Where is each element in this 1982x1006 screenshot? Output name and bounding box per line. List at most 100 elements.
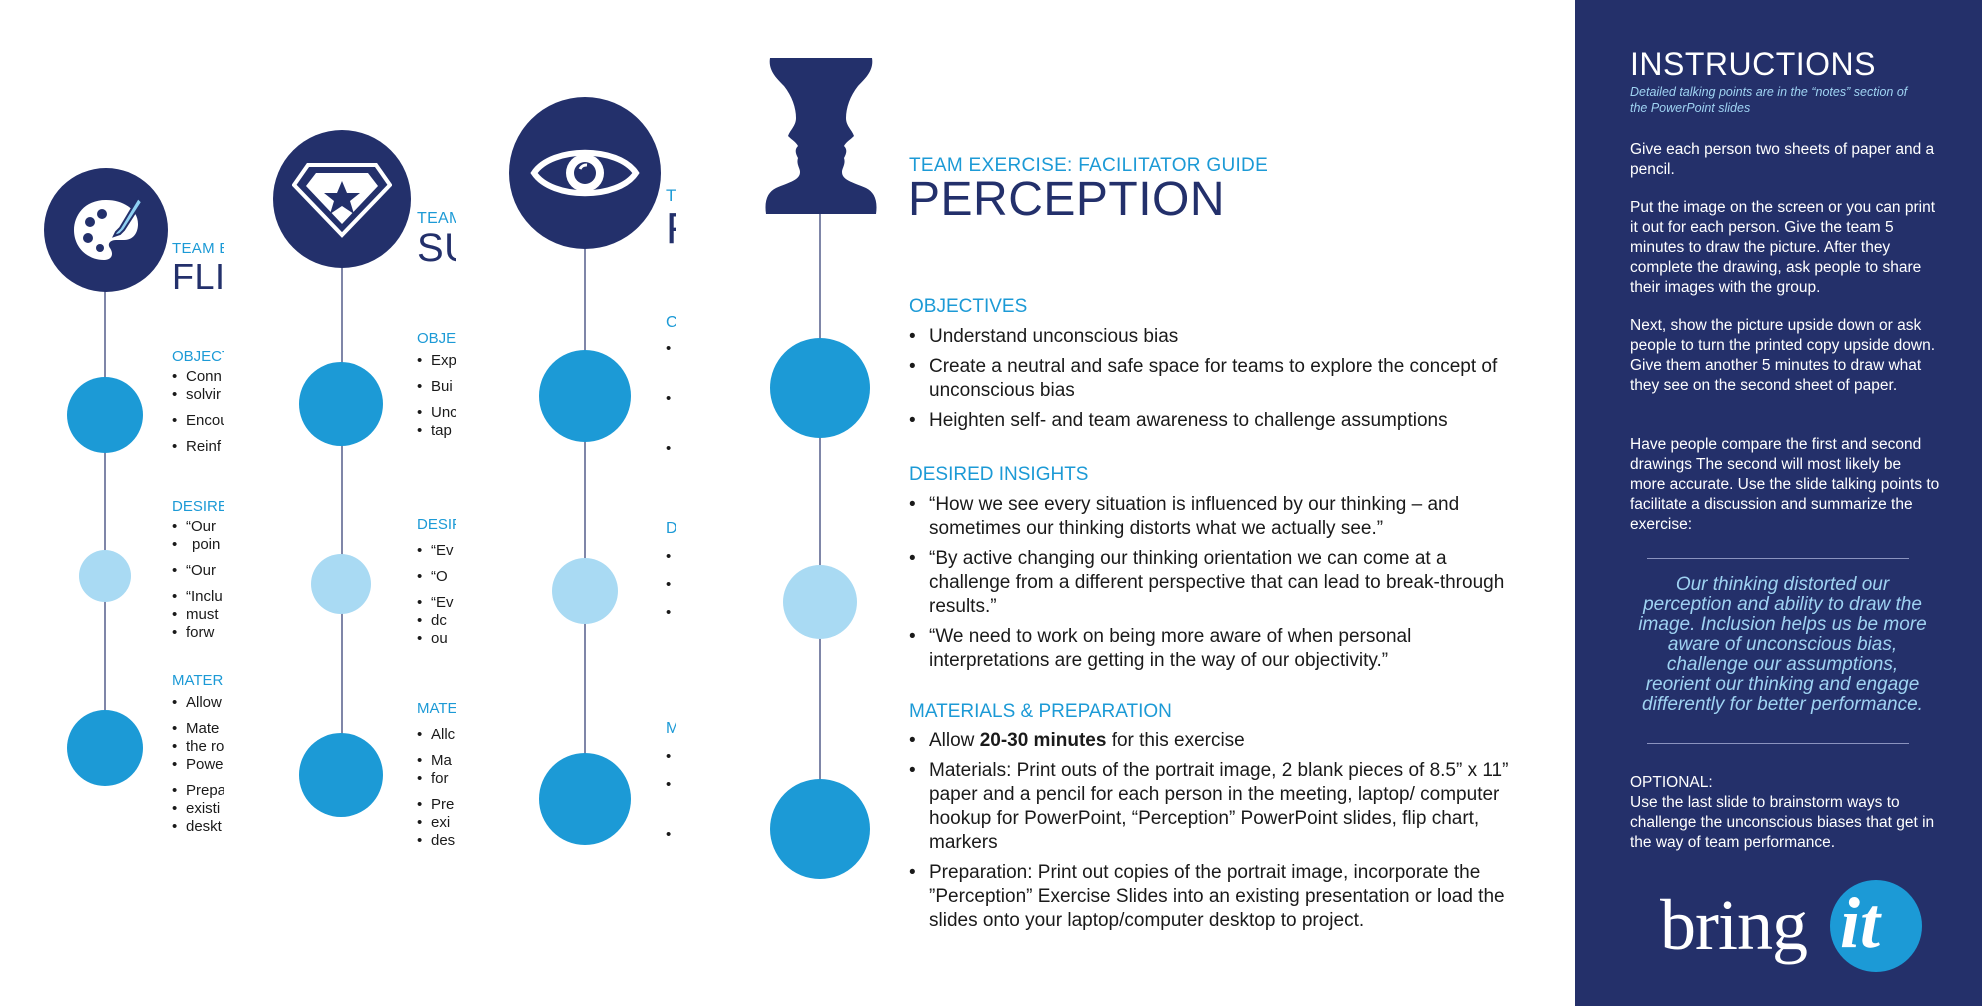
objectives-heading: C	[666, 314, 676, 331]
eye-icon	[530, 149, 640, 197]
instruction-step: Put the image on the screen or you can p…	[1630, 199, 1936, 296]
list-item: “Inclu	[172, 588, 223, 606]
objectives-heading: OBJE	[417, 330, 456, 347]
objectives-list: Understand unconscious bias Create a neu…	[909, 325, 1509, 439]
list-item: dc	[417, 612, 454, 630]
instructions-title: INSTRUCTIONS	[1630, 46, 1876, 82]
insights-heading: DESIRED INSIGHTS	[909, 464, 1089, 485]
list-item: ou	[417, 630, 454, 648]
materials-heading: MATE	[417, 700, 456, 717]
materials-list: Allc Ma for Pre exi des	[417, 726, 455, 858]
divider	[1647, 558, 1909, 559]
timeline-dot	[67, 710, 143, 786]
timeline-dot	[299, 362, 383, 446]
optional-text: Use the last slide to brainstorm ways to…	[1630, 794, 1935, 851]
instructions-subtitle: Detailed talking points are in the “note…	[1630, 85, 1908, 115]
list-item-cont: poin	[192, 536, 221, 553]
bullet-mark: •	[666, 576, 672, 593]
insights-list: “Ev “O “Ev dc ou	[417, 542, 454, 656]
list-item-cont: exi	[431, 814, 451, 831]
vase-faces-icon	[765, 58, 877, 214]
list-item: Pre	[417, 796, 455, 814]
list-item: “Our	[172, 518, 223, 536]
superhero-diamond-icon	[292, 163, 392, 238]
list-item: “O	[417, 568, 454, 586]
list-item: Materials: Print outs of the portrait im…	[909, 759, 1519, 855]
list-item: Exp	[417, 352, 456, 370]
instruction-step: Next, show the picture upside down or as…	[1630, 317, 1936, 394]
list-item-cont: Powe	[186, 756, 224, 773]
card-super-badge	[273, 130, 411, 268]
card-title: SU	[417, 226, 456, 270]
list-item: Understand unconscious bias	[909, 325, 1509, 349]
instruction-step: Have people compare the first and second…	[1630, 436, 1940, 533]
timeline-dot	[770, 338, 870, 438]
list-item: “We need to work on being more aware of …	[909, 625, 1509, 673]
list-item: “By active changing our thinking orienta…	[909, 547, 1509, 619]
list-item: forw	[172, 624, 223, 642]
insights-list: “Our poin “Our “Inclu must forw	[172, 518, 223, 650]
page-title: PERCEPTION	[908, 173, 1226, 226]
card-eye-badge	[509, 97, 661, 249]
timeline-line	[819, 190, 821, 830]
list-item: “Ev	[417, 542, 454, 560]
timeline-line	[584, 200, 586, 800]
list-item-cont: must	[186, 606, 219, 623]
insights-heading: DESIF	[417, 516, 456, 533]
list-item: des	[417, 832, 455, 850]
list-item: Prepa	[172, 782, 224, 800]
timeline-line	[104, 240, 106, 740]
card-flip-badge	[44, 168, 168, 292]
list-item-cont: existi	[186, 800, 221, 817]
timeline-dot	[67, 377, 143, 453]
bullet-mark: •	[666, 748, 672, 765]
card-kicker: TEAM	[417, 210, 456, 227]
list-item-cont: solvir	[186, 386, 222, 403]
list-item: Create a neutral and safe space for team…	[909, 355, 1509, 403]
materials-heading: MATERIALS & PREPARATION	[909, 701, 1172, 722]
list-item: Mate	[172, 720, 224, 738]
list-item: existi	[172, 800, 224, 818]
list-item: Heighten self- and team awareness to cha…	[909, 409, 1509, 433]
list-item: Bui	[417, 378, 456, 396]
card-eye: TI F C • • • D • • • M • • •	[456, 0, 676, 1006]
list-item: deskt	[172, 818, 224, 836]
optional-heading: OPTIONAL:	[1630, 774, 1713, 791]
bullet-mark: •	[666, 548, 672, 565]
logo-accent: it	[1840, 883, 1881, 963]
allow-duration: 20-30 minutes	[979, 730, 1107, 751]
list-item: Allow	[172, 694, 224, 712]
list-item-cont: des	[431, 832, 456, 849]
list-item: exi	[417, 814, 455, 832]
list-item: Conn	[172, 368, 224, 386]
list-item: must	[172, 606, 223, 624]
instructions-panel: INSTRUCTIONS Detailed talking points are…	[1575, 0, 1982, 1006]
card-title: F	[666, 204, 676, 254]
materials-list: Allow Mate the ro Powe Prepa existi desk…	[172, 694, 224, 844]
list-item: solvir	[172, 386, 224, 404]
list-item: Preparation: Print out copies of the por…	[909, 861, 1519, 933]
instruction-step: Give each person two sheets of paper and…	[1630, 141, 1935, 178]
insights-heading: DESIRE	[172, 498, 224, 515]
objectives-list: Exp Bui Unc tap	[417, 352, 456, 448]
list-item: the ro	[172, 738, 224, 756]
insights-list: “How we see every situation is influence…	[909, 493, 1509, 679]
list-item-cont: dc	[431, 612, 447, 629]
list-item-cont: for	[431, 770, 449, 787]
objectives-heading: OBJECT	[172, 348, 224, 365]
card-title: FLI	[172, 256, 224, 297]
allow-pre: Allow	[929, 730, 980, 751]
card-kicker: TEAM EXERCISE: FACILITATOR GUIDE	[909, 155, 1269, 176]
objectives-heading: OBJECTIVES	[909, 296, 1028, 317]
list-item: tap	[417, 422, 456, 440]
materials-heading: MATERI	[172, 672, 224, 689]
timeline-dot	[311, 554, 371, 614]
logo-circle	[1830, 880, 1922, 972]
card-super: TEAM SU OBJE Exp Bui Unc tap DESIF “Ev “…	[224, 0, 456, 1006]
list-item: “Ev	[417, 594, 454, 612]
allow-post: for this exercise	[1106, 730, 1245, 751]
list-item-cont: forw	[186, 624, 215, 641]
materials-heading: M	[666, 720, 676, 737]
card-kicker: TEAM E	[172, 240, 224, 257]
card-kicker: TI	[666, 186, 676, 205]
